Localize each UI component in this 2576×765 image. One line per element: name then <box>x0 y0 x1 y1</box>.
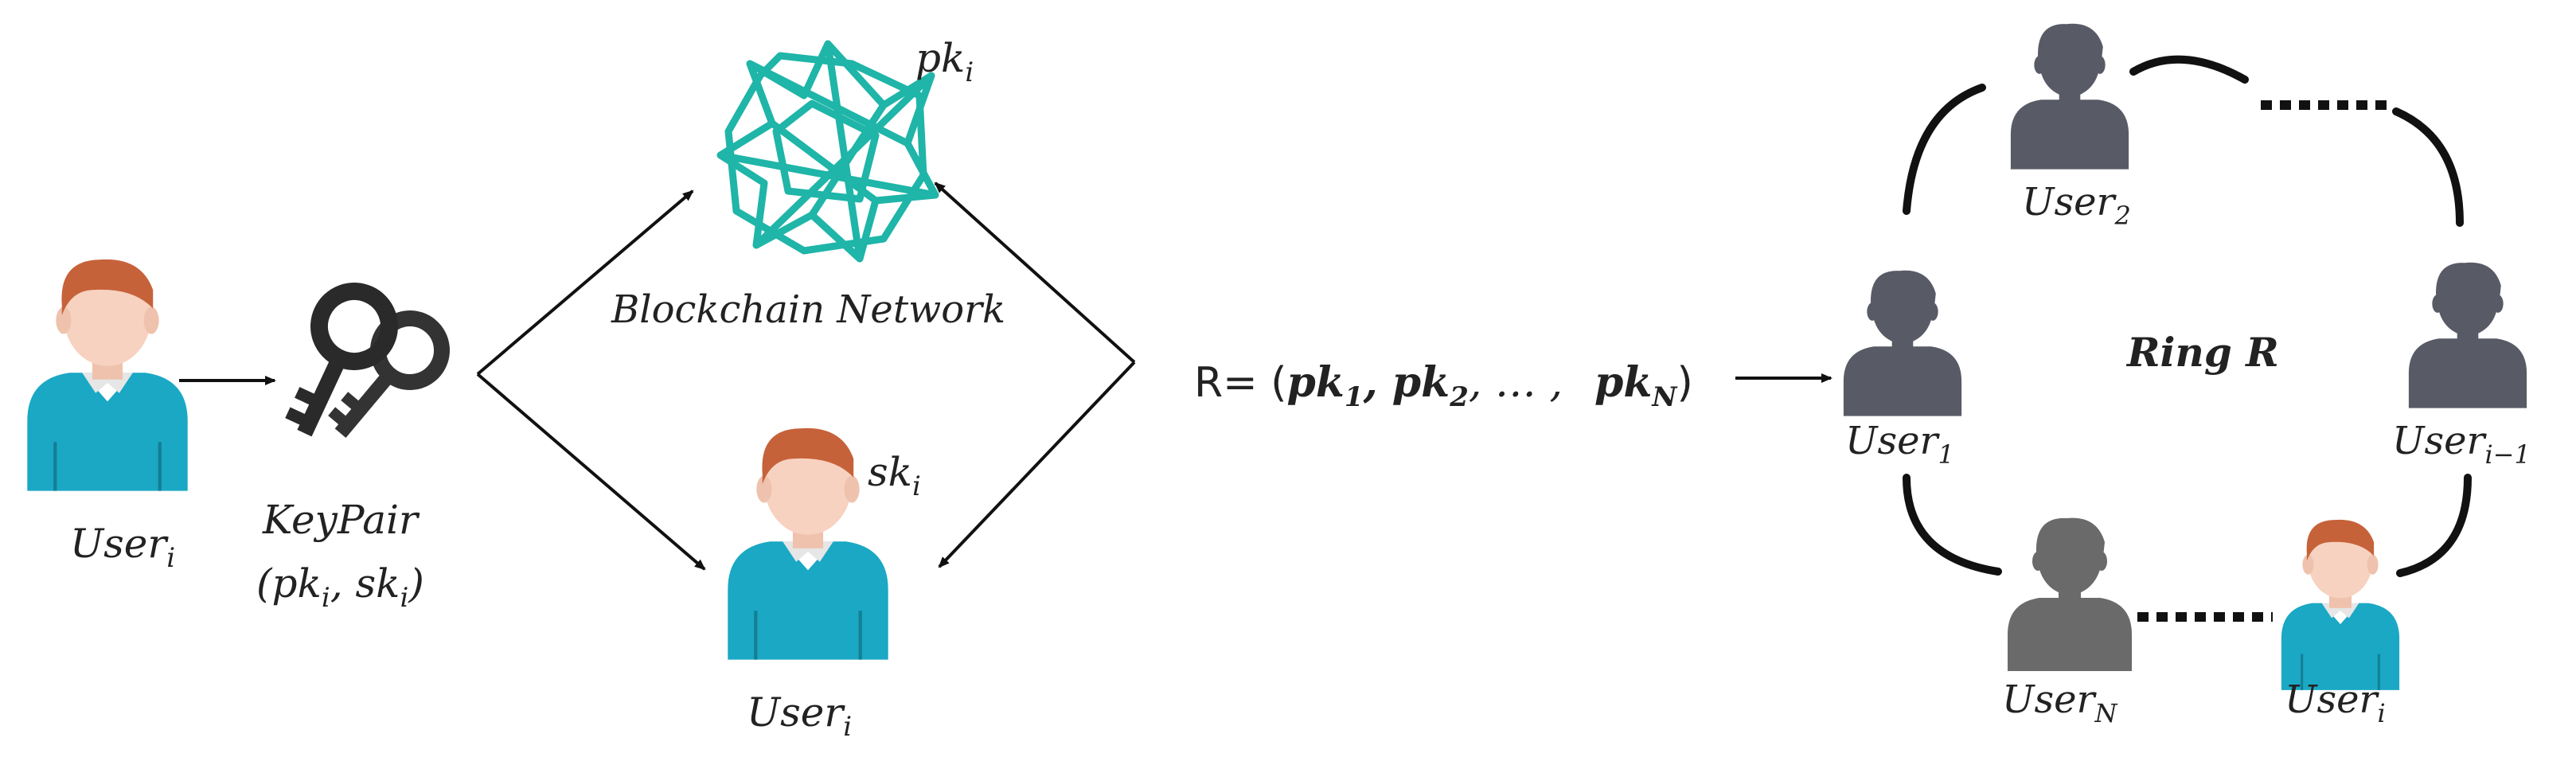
arrow-ring-to-network <box>934 181 1136 364</box>
blockchain-network-label: Blockchain Network <box>611 287 1005 332</box>
ring-arc <box>1903 84 1986 215</box>
user-i-minus-1 <box>2408 262 2527 408</box>
user-n-label: User <box>2002 677 2097 722</box>
user-center <box>728 428 888 660</box>
user-label-sub: i <box>166 542 175 574</box>
ring-arc <box>2392 107 2464 227</box>
svg-text:pki: pki <box>915 35 974 88</box>
svg-text:User2: User2 <box>2022 180 2131 231</box>
svg-text:UserN: UserN <box>2002 677 2117 728</box>
user-n <box>2008 517 2132 671</box>
user-silhouette-icon <box>2008 517 2132 671</box>
user-i-minus-1-label: User <box>2392 419 2487 463</box>
sk-label: sk <box>868 449 912 495</box>
svg-text:User1: User1 <box>1845 419 1954 470</box>
user-1 <box>1843 270 1962 416</box>
user-1-label: User <box>1845 419 1940 463</box>
user-icon <box>2280 518 2401 692</box>
user-silhouette-icon <box>1843 270 1962 416</box>
user-2 <box>2010 23 2129 170</box>
ring-arc <box>2396 474 2472 577</box>
svg-text:Useri−1: Useri−1 <box>2392 419 2531 470</box>
svg-text:Useri: Useri <box>70 521 175 574</box>
user-silhouette-icon <box>2408 262 2527 408</box>
ring-arc <box>1903 474 2002 576</box>
keypair-values: (pki, ski) <box>256 560 424 614</box>
arrow-keypair-to-user <box>476 373 706 571</box>
ring-r: User2 User1 Ring R Useri−1 UserN U <box>1843 23 2531 728</box>
ring-arc <box>2129 55 2249 84</box>
user-icon <box>728 428 888 660</box>
svg-text:Useri: Useri <box>747 689 852 743</box>
user-silhouette-icon <box>2010 23 2129 170</box>
pk-label: pk <box>915 35 965 81</box>
svg-text:ski: ski <box>868 449 921 502</box>
user-icon <box>27 260 187 491</box>
arrow-keypair-to-network <box>476 189 694 376</box>
svg-text:Useri: Useri <box>2285 677 2386 728</box>
user-i-ring-label: User <box>2285 677 2379 722</box>
user-left: Useri <box>27 260 187 574</box>
user-center-label: User <box>747 689 845 736</box>
keys-icon <box>285 283 450 438</box>
arrow-ring-to-user <box>938 361 1136 568</box>
ring-r-label: Ring R <box>2125 329 2279 376</box>
keypair-label: KeyPair <box>262 497 420 543</box>
user-i-ring <box>2280 518 2401 692</box>
user-2-label: User <box>2022 180 2117 224</box>
user-label: User <box>70 521 169 567</box>
blockchain-network-icon <box>716 40 939 263</box>
ring-set-expression: R= (pk1, pk2, … ,pkN) <box>1194 358 1693 413</box>
